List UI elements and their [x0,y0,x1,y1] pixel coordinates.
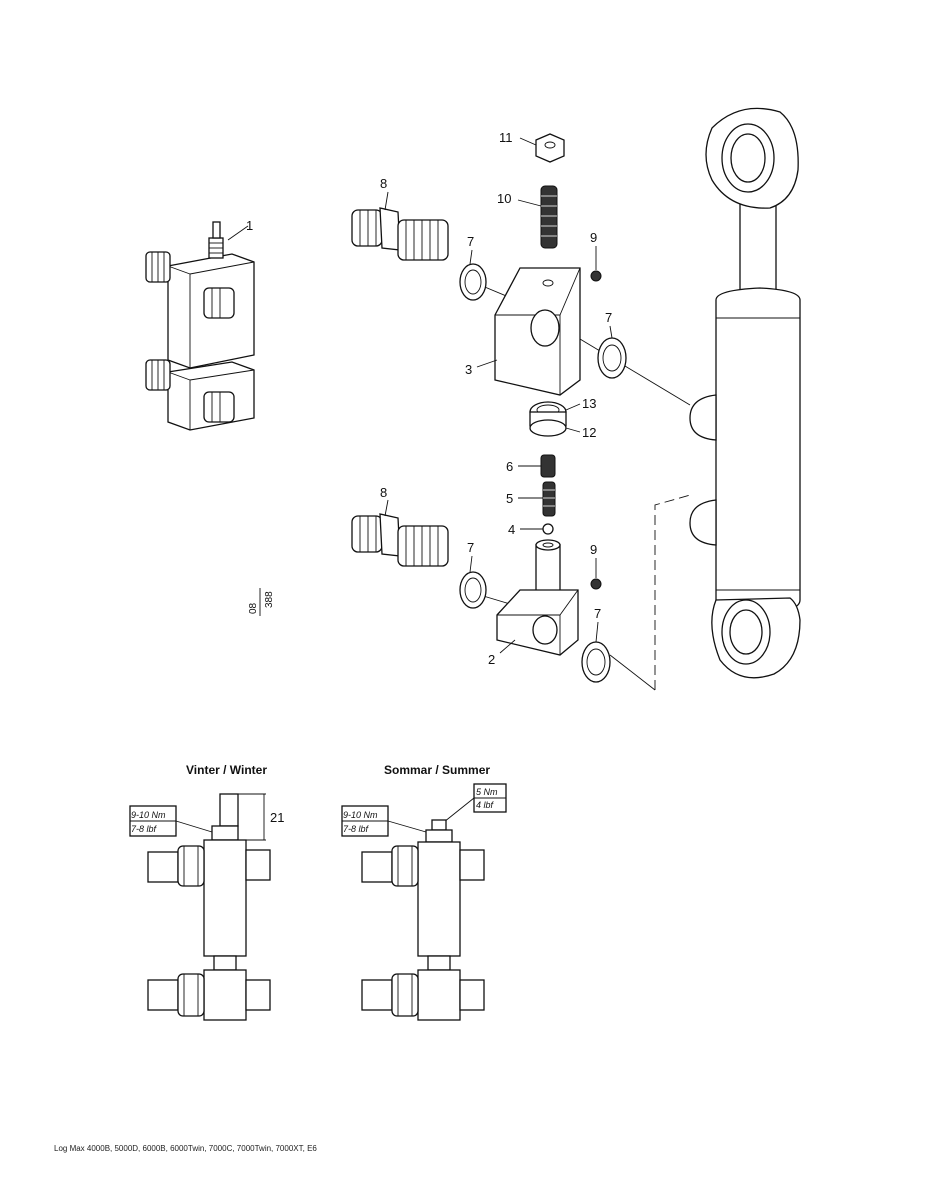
summer-valve-view: 9-10 Nm 7-8 lbf 5 Nm 4 lbf [341,783,507,1021]
valve-assembly-1 [145,221,255,431]
callout-11: 11 [499,130,513,145]
footer-model-list: Log Max 4000B, 5000D, 6000B, 6000Twin, 7… [54,1144,317,1153]
summer-cap-nm: 5 Nm [476,787,498,797]
summer-torque-lbf: 7-8 lbf [343,824,370,834]
valve-block-2 [496,539,579,656]
nut-11 [535,133,565,163]
callout-12: 12 [582,425,596,440]
drawing-code: 08 388 [248,588,275,616]
washer-7-lower-left [459,571,487,609]
callout-13: 13 [582,396,596,411]
callout-8-bottom: 8 [380,485,387,500]
screw-6 [540,454,556,478]
callout-9-upper: 9 [590,230,597,245]
drawing-code-bottom: 388 [264,591,275,608]
callout-7-lower-left: 7 [467,540,474,555]
callout-5: 5 [506,491,513,506]
ball-4 [542,523,554,535]
leader-line [609,654,656,691]
hydraulic-cylinder [689,107,801,679]
spring-10 [540,185,558,249]
plug-9-lower [590,578,602,590]
callout-9-lower: 9 [590,542,597,557]
callout-6: 6 [506,459,513,474]
fitting-8-top [351,207,449,261]
summer-view-title: Sommar / Summer [384,763,490,777]
callout-2: 2 [488,652,495,667]
washer-7-upper-left [459,263,487,301]
fitting-8-bottom [351,513,449,567]
leader-line [564,329,691,406]
callout-7-upper-right: 7 [605,310,612,325]
callout-1: 1 [246,218,253,233]
winter-torque-nm: 9-10 Nm [131,810,166,820]
seal-nut-12-13 [529,401,567,437]
callout-3: 3 [465,362,472,377]
winter-valve-view: 9-10 Nm 7-8 lbf 21 [129,793,284,1021]
summer-torque-nm: 9-10 Nm [343,810,378,820]
winter-torque-lbf: 7-8 lbf [131,824,158,834]
callout-8-top: 8 [380,176,387,191]
callout-7-upper-left: 7 [467,234,474,249]
callout-7-lower-right: 7 [594,606,601,621]
washer-7-lower-right [581,641,611,683]
dashed-pipe-line [654,494,691,690]
plug-9-upper [590,270,602,282]
valve-block-3 [494,267,581,396]
summer-cap-lbf: 4 lbf [476,800,495,810]
callout-21: 21 [270,810,284,825]
spring-5 [542,481,556,517]
winter-view-title: Vinter / Winter [186,763,267,777]
callout-10: 10 [497,191,511,206]
callout-4: 4 [508,522,515,537]
washer-7-upper-right [597,337,627,379]
drawing-code-top: 08 [248,602,259,614]
